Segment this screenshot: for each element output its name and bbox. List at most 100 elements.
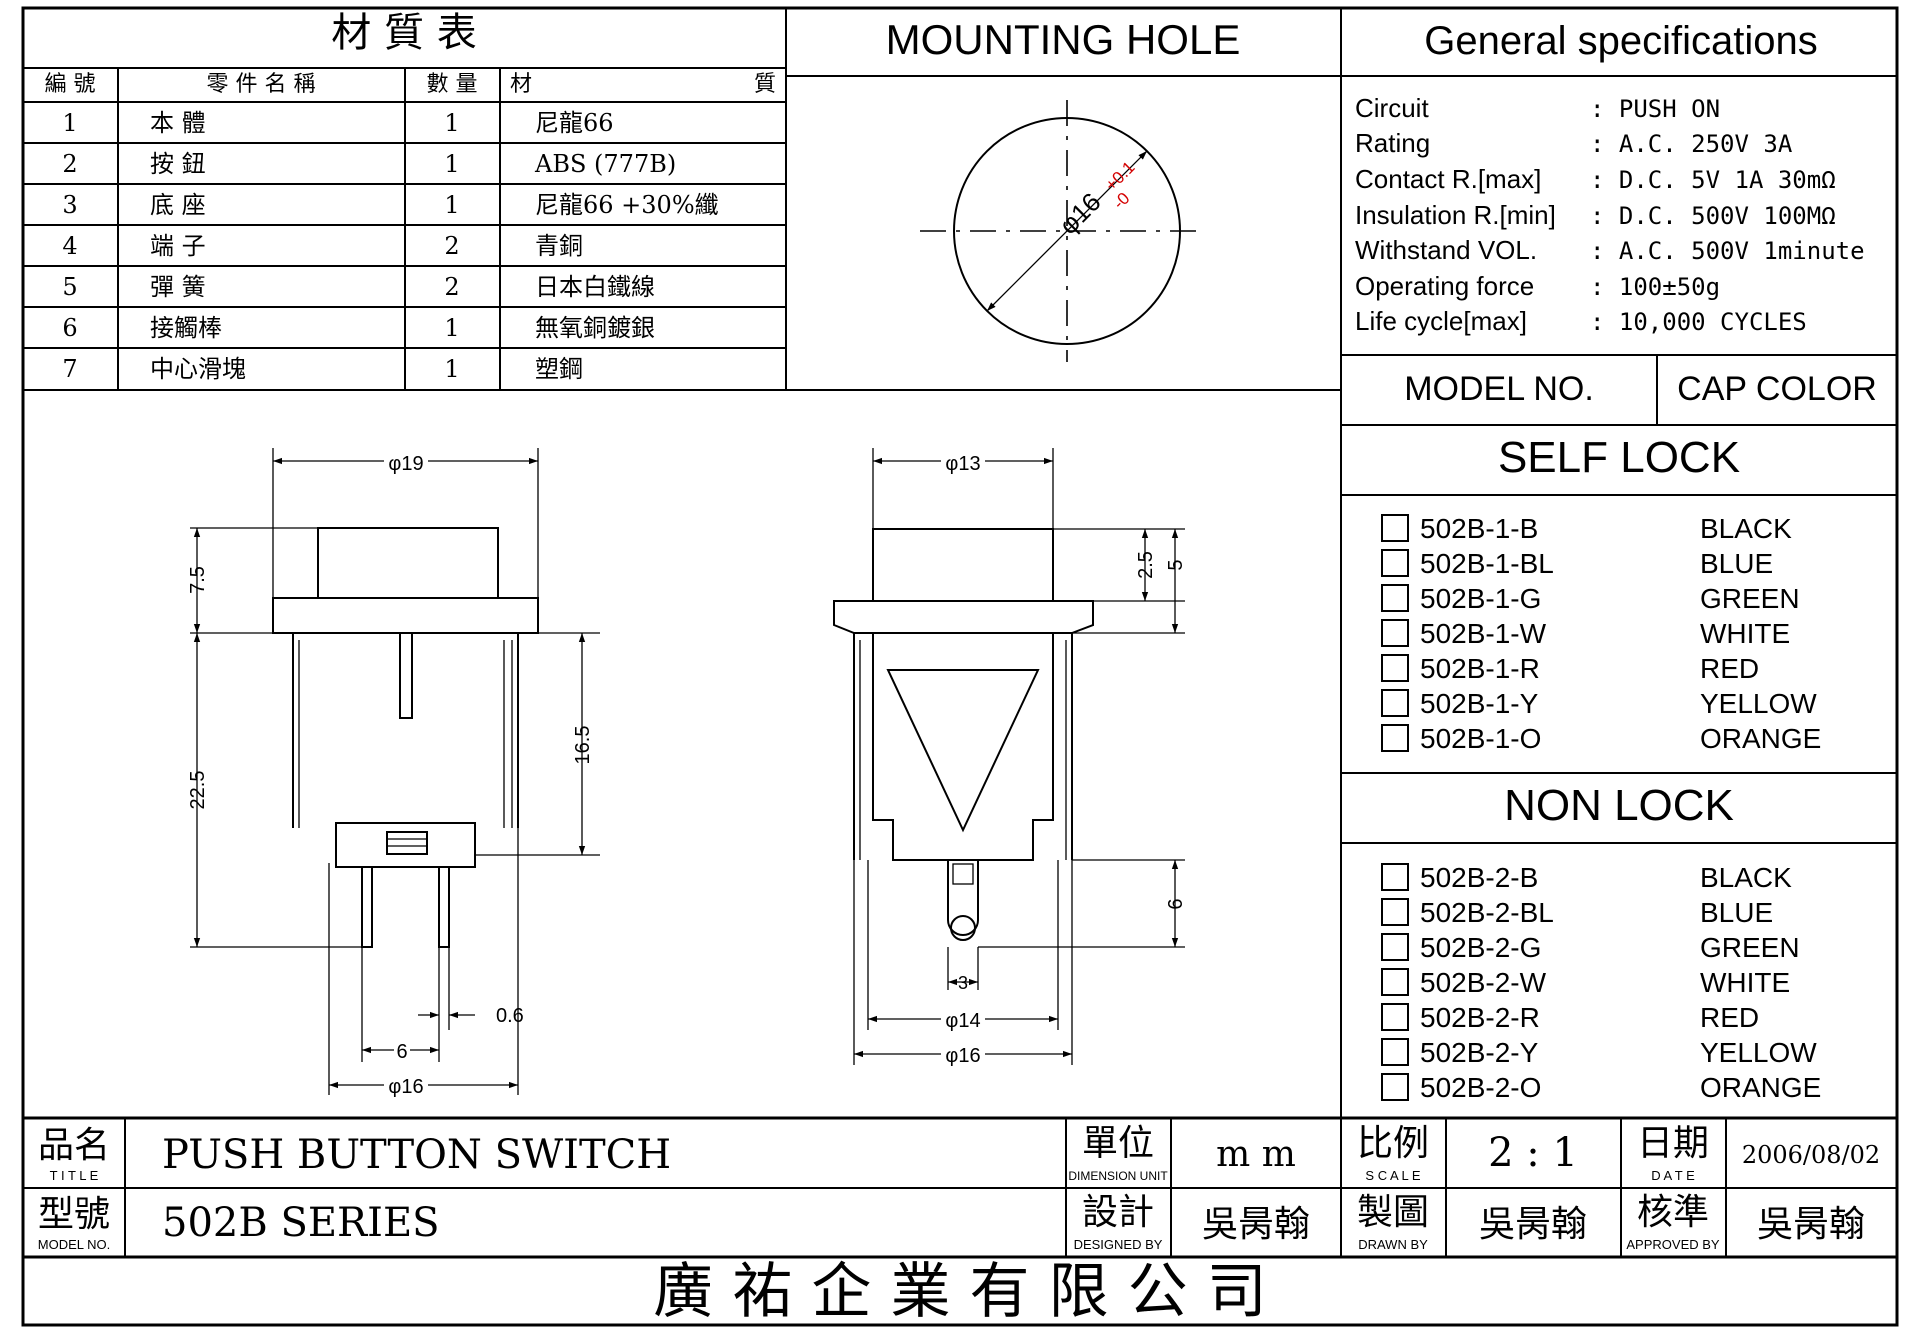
front-base	[335, 822, 476, 868]
material-row-qty: 1	[444, 355, 459, 383]
material-row-name: 中心滑塊	[150, 355, 246, 383]
list-item: 502B-2-BL BLUE	[1381, 897, 1773, 928]
date-value: 2006/08/02	[1742, 1141, 1880, 1169]
model-number: 502B-2-B	[1420, 862, 1538, 893]
non-lock-title: NON LOCK	[1504, 781, 1734, 830]
material-row-name: 按 鈕	[150, 150, 206, 178]
material-row-qty: 1	[444, 314, 459, 342]
title-block: 品名 T I T L E PUSH BUTTON SWITCH 單位 DIMEN…	[23, 1116, 1897, 1327]
front-slider	[399, 632, 413, 719]
model-checkbox[interactable]	[1381, 898, 1409, 926]
front-dim-bottom: φ16	[388, 1076, 423, 1098]
cap-color: BLUE	[1700, 548, 1773, 579]
material-row-no: 6	[62, 314, 77, 342]
model-checkbox[interactable]	[1381, 1003, 1409, 1031]
spec-label: Insulation R.[min]	[1355, 200, 1556, 230]
title-label-en: T I T L E	[50, 1168, 99, 1183]
list-item: 502B-2-B BLACK	[1381, 862, 1792, 893]
designed-value: 吳昺翰	[1202, 1204, 1310, 1245]
model-number: 502B-1-G	[1420, 583, 1541, 614]
material-row-no: 5	[62, 273, 77, 301]
cap-color-header: CAP COLOR	[1677, 370, 1877, 408]
cap-color: GREEN	[1700, 932, 1800, 963]
side-dim-terminal: 6	[1165, 898, 1187, 909]
drawn-value: 吳昺翰	[1479, 1204, 1587, 1245]
front-dim-cap: 7.5	[187, 566, 209, 594]
specs-title: General specifications	[1424, 19, 1818, 63]
header-material-right: 質	[754, 72, 776, 97]
side-view-drawing: φ13 2.5 5 6 3 φ14 φ16	[833, 448, 1187, 1067]
cap-color: BLUE	[1700, 897, 1773, 928]
model-checkbox[interactable]	[1381, 724, 1409, 752]
model-checkbox[interactable]	[1381, 933, 1409, 961]
date-label-en: D A T E	[1651, 1168, 1695, 1183]
model-checkbox[interactable]	[1381, 689, 1409, 717]
list-item: 502B-1-O ORANGE	[1381, 723, 1821, 754]
spec-value: : PUSH ON	[1590, 95, 1720, 123]
approved-value: 吳昺翰	[1757, 1204, 1865, 1245]
front-cap	[317, 527, 499, 599]
self-lock-list: 502B-1-B BLACK 502B-1-BL BLUE 502B-1-G G…	[1381, 513, 1821, 754]
materials-table: 材 質 表 編 號 零 件 名 稱 數 量 材 質 1 本 體 1 尼龍66 2…	[23, 10, 786, 390]
spec-label: Circuit	[1355, 93, 1429, 123]
model-checkbox[interactable]	[1381, 654, 1409, 682]
spec-value: : A.C. 500V 1minute	[1590, 237, 1865, 265]
title-value: PUSH BUTTON SWITCH	[162, 1132, 671, 1178]
model-value: 502B SERIES	[162, 1200, 440, 1246]
list-item: 502B-1-B BLACK	[1381, 513, 1792, 544]
model-number: 502B-1-W	[1420, 618, 1547, 649]
material-row-no: 1	[62, 109, 77, 137]
drawn-label-en: DRAWN BY	[1358, 1237, 1428, 1252]
spec-value: : D.C. 500V 100MΩ	[1590, 202, 1836, 230]
spec-label: Withstand VOL.	[1355, 235, 1537, 265]
model-checkbox[interactable]	[1381, 968, 1409, 996]
model-checkbox[interactable]	[1381, 514, 1409, 542]
model-checkbox[interactable]	[1381, 584, 1409, 612]
model-number: 502B-1-B	[1420, 513, 1538, 544]
cap-color: RED	[1700, 653, 1759, 684]
company-name: 廣 祐 企 業 有 限 公 司	[653, 1257, 1267, 1327]
model-number: 502B-2-Y	[1420, 1037, 1539, 1068]
model-checkbox[interactable]	[1381, 549, 1409, 577]
models-section: MODEL NO. CAP COLOR SELF LOCK NON LOCK 5…	[1341, 355, 1897, 1103]
material-row-material: 日本白鐵線	[535, 273, 655, 301]
material-row-qty: 1	[444, 150, 459, 178]
model-no-header: MODEL NO.	[1404, 370, 1594, 408]
header-number: 編 號	[45, 72, 96, 97]
materials-table-title: 材 質 表	[331, 10, 476, 56]
material-row-material: 尼龍66 +30%纖	[535, 191, 719, 219]
model-number: 502B-1-BL	[1420, 548, 1554, 579]
model-checkbox[interactable]	[1381, 1038, 1409, 1066]
side-contact-wedge	[886, 669, 1040, 833]
model-number: 502B-1-O	[1420, 723, 1541, 754]
front-flange	[272, 597, 539, 634]
material-row-no: 3	[62, 191, 77, 219]
cap-color: WHITE	[1700, 618, 1790, 649]
front-view-drawing: φ19 7.5 22.5 16.5 0.6 6 φ16	[187, 448, 600, 1098]
cap-color: WHITE	[1700, 967, 1790, 998]
material-row-name: 彈 簧	[150, 273, 206, 301]
scale-label-en: S C A L E	[1365, 1168, 1420, 1183]
model-checkbox[interactable]	[1381, 619, 1409, 647]
model-number: 502B-2-W	[1420, 967, 1547, 998]
material-row-material: 尼龍66	[535, 109, 614, 137]
model-checkbox[interactable]	[1381, 1073, 1409, 1101]
side-dim-b: 5	[1165, 559, 1187, 570]
header-quantity: 數 量	[427, 72, 478, 97]
cap-color: YELLOW	[1700, 688, 1817, 719]
cap-color: RED	[1700, 1002, 1759, 1033]
self-lock-title: SELF LOCK	[1498, 433, 1740, 482]
material-row-name: 本 體	[150, 109, 206, 137]
side-body	[872, 633, 1054, 861]
material-row-material: ABS (777B)	[534, 150, 676, 178]
cap-color: ORANGE	[1700, 1072, 1821, 1103]
header-part-name: 零 件 名 稱	[207, 72, 316, 97]
model-number: 502B-2-O	[1420, 1072, 1541, 1103]
side-flange	[833, 600, 1094, 634]
side-terminal	[947, 860, 979, 936]
list-item: 502B-2-R RED	[1381, 1002, 1759, 1033]
spec-label: Operating force	[1355, 271, 1534, 301]
cap-color: GREEN	[1700, 583, 1800, 614]
front-dim-thickness: 0.6	[496, 1005, 524, 1027]
model-checkbox[interactable]	[1381, 863, 1409, 891]
